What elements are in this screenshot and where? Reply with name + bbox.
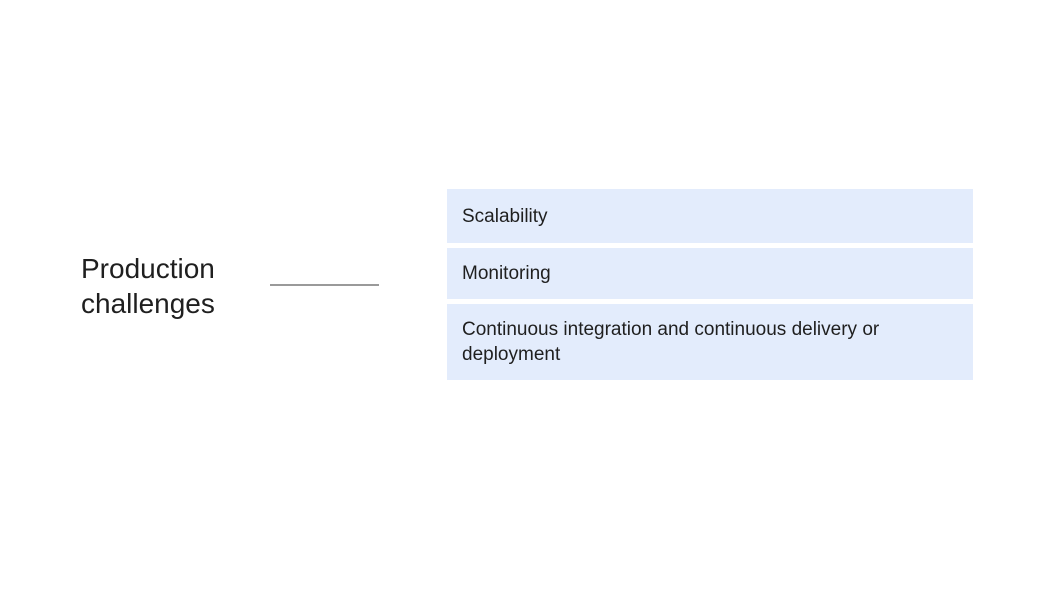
challenge-box-ci-cd: Continuous integration and continuous de…: [447, 304, 973, 380]
challenge-box-scalability: Scalability: [447, 189, 973, 243]
challenge-label: Scalability: [462, 205, 548, 227]
challenge-label: Monitoring: [462, 263, 551, 284]
challenge-label: Continuous integration and continuous de…: [462, 319, 880, 365]
challenge-box-monitoring: Monitoring: [447, 248, 973, 299]
connector-line: [270, 284, 379, 286]
production-challenges-title: Production challenges: [81, 253, 215, 319]
